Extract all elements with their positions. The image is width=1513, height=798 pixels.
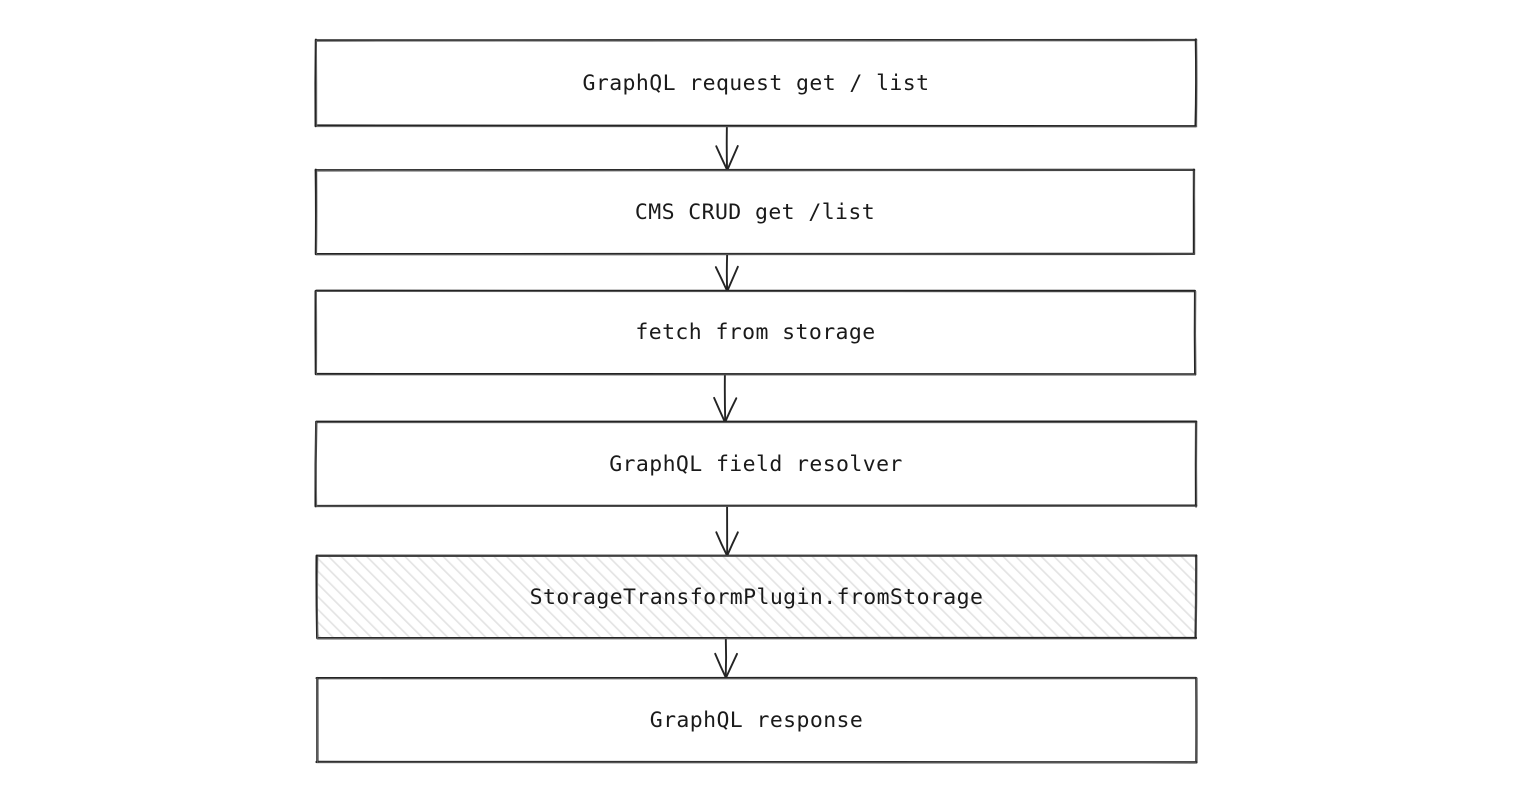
- flow-node[interactable]: [314, 420, 1198, 508]
- flow-arrow: [713, 373, 738, 424]
- flow-node[interactable]: [314, 289, 1197, 376]
- flow-node[interactable]: [314, 38, 1198, 128]
- node-fill: [316, 291, 1195, 374]
- node-fill: [316, 170, 1194, 254]
- node-fill: [317, 678, 1196, 762]
- flow-node[interactable]: [314, 168, 1196, 256]
- nodes-layer: [314, 38, 1198, 764]
- edges-layer: [713, 124, 739, 680]
- flow-node[interactable]: [315, 676, 1198, 764]
- node-fill: [316, 40, 1196, 126]
- flow-node-highlighted[interactable]: [315, 554, 1198, 640]
- flow-arrow: [715, 124, 739, 172]
- flow-arrow: [714, 637, 738, 680]
- node-fill: [316, 422, 1196, 506]
- node-hatch-fill: [317, 556, 1196, 638]
- flow-arrow: [714, 253, 739, 293]
- flow-arrow: [715, 505, 739, 558]
